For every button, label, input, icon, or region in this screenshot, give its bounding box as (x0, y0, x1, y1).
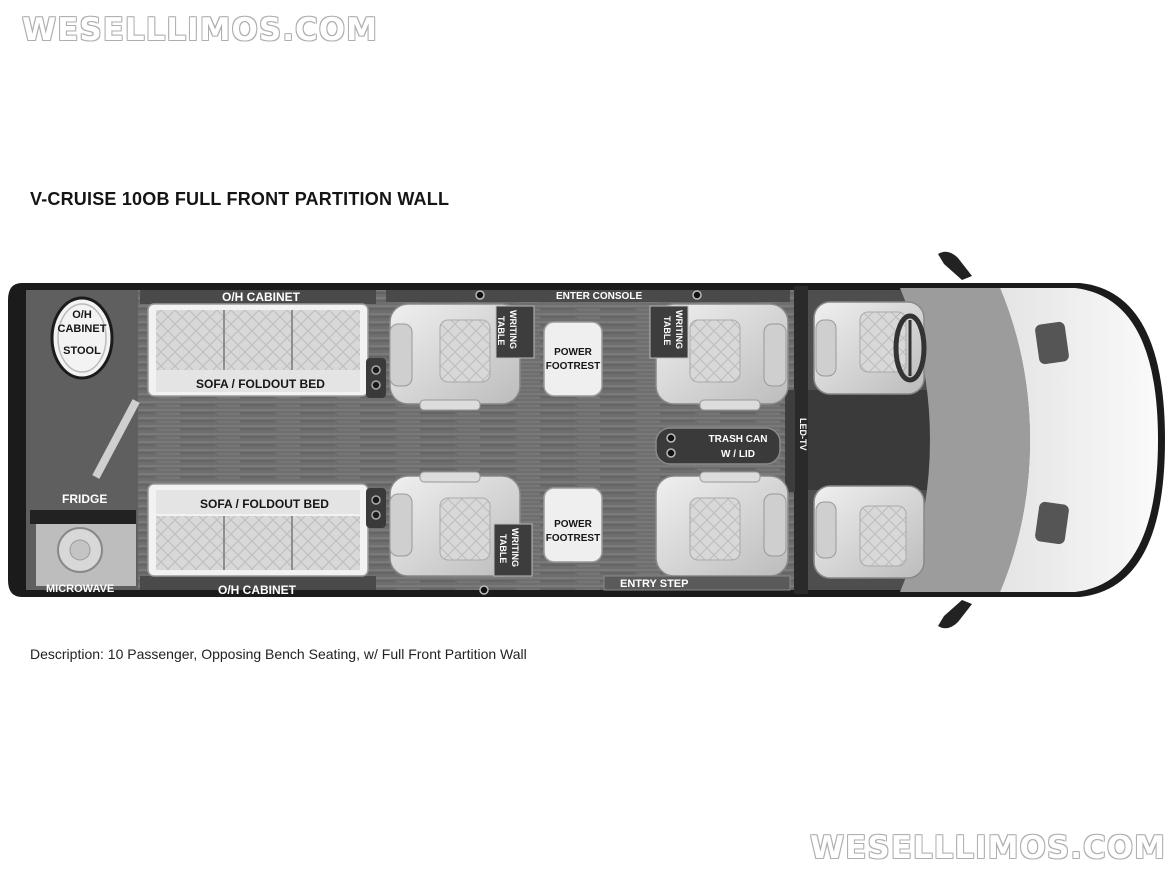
van-floorplan: LED-TV O/H CABINET STOOL FRIDGE MICROWAV… (8, 251, 1165, 629)
watermark-top: WESELLLIMOS.COM (22, 12, 378, 48)
led-tv (785, 390, 795, 492)
writing-table-3: WRITING TABLE (493, 523, 533, 577)
power-footrest-top-label-2: FOOTREST (546, 361, 600, 372)
writing-table-1: WRITING TABLE (495, 305, 535, 359)
headlight-top (1035, 321, 1069, 365)
trash-can-label-2: W / LID (721, 449, 755, 460)
power-footrest-bottom-label-1: POWER (554, 519, 593, 530)
captain-chair-front-right (655, 471, 789, 577)
writing-table-3-label-1: WRITING (510, 528, 520, 567)
microwave-unit (30, 510, 136, 586)
power-footrest-bottom: POWER FOOTREST (543, 487, 603, 563)
oh-cabinet-bottom (140, 576, 376, 590)
trash-can-label-1: TRASH CAN (709, 434, 768, 445)
sofa-top-label: SOFA / FOLDOUT BED (196, 377, 325, 391)
console-button-2 (692, 290, 702, 300)
floorplan-description: Description: 10 Passenger, Opposing Benc… (30, 646, 527, 662)
cab-carpet (808, 390, 938, 490)
windshield (900, 288, 1030, 592)
stool-label: STOOL (63, 345, 101, 357)
sofa-bottom: SOFA / FOLDOUT BED (147, 483, 369, 577)
watermark-bottom: WESELLLIMOS.COM (810, 830, 1166, 866)
console-button-1 (475, 290, 485, 300)
oh-cabinet-bottom-label: O/H CABINET (218, 583, 297, 597)
trash-can: TRASH CAN W / LID (655, 427, 781, 465)
oh-cabinet-top (140, 290, 376, 304)
power-footrest-bottom-label-2: FOOTREST (546, 533, 600, 544)
partition-wall (794, 286, 808, 594)
side-mirror-top (938, 251, 972, 280)
writing-table-2: WRITING TABLE (649, 305, 689, 359)
sofa-bottom-label: SOFA / FOLDOUT BED (200, 497, 329, 511)
oh-cabinet-label-1: O/H (72, 309, 92, 321)
oh-cabinet-top-label: O/H CABINET (222, 290, 301, 304)
steering-wheel (893, 313, 927, 383)
writing-table-1-label-1: WRITING (508, 310, 518, 349)
power-footrest-top-label-1: POWER (554, 347, 593, 358)
writing-table-1-label-2: TABLE (496, 316, 506, 345)
rear-door-divider (92, 399, 140, 479)
side-mirror-bottom (938, 600, 972, 629)
floorplan-title: V-CRUISE 10OB FULL FRONT PARTITION WALL (30, 189, 450, 209)
enter-console-label: ENTER CONSOLE (556, 291, 642, 302)
led-tv-label: LED-TV (798, 418, 808, 451)
rear-oh-cabinet: O/H CABINET STOOL (50, 296, 114, 380)
cup-holders-top (366, 358, 386, 398)
writing-table-2-label-2: TABLE (662, 316, 672, 345)
entry-step-label: ENTRY STEP (620, 578, 688, 590)
passenger-seat (813, 485, 925, 579)
power-footrest-top: POWER FOOTREST (543, 321, 603, 397)
writing-table-3-label-2: TABLE (498, 534, 508, 563)
fridge-label: FRIDGE (62, 492, 107, 506)
headlight-bottom (1035, 501, 1069, 545)
entry-step (603, 575, 791, 591)
captain-chair-rear-right (389, 471, 521, 577)
oh-cabinet-label-2: CABINET (58, 323, 107, 335)
console-button-3 (479, 585, 489, 595)
cup-holders-bottom (366, 488, 386, 528)
captain-chair-front-left (655, 303, 789, 411)
sofa-top: SOFA / FOLDOUT BED (147, 303, 369, 397)
microwave-label: MICROWAVE (46, 583, 114, 595)
enter-console (386, 290, 790, 302)
captain-chair-rear-left (389, 303, 521, 411)
writing-table-2-label-1: WRITING (674, 310, 684, 349)
